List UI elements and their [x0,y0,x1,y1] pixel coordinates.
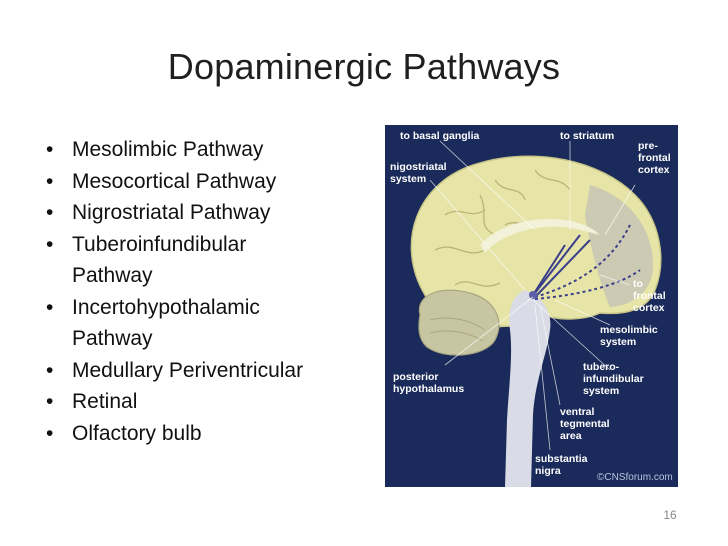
bullet-text-cont: Pathway [72,327,153,350]
label-prefrontal: frontal [638,152,671,164]
bullet-item: • Mesocortical Pathway [46,166,366,198]
label-to-frontal-cortex: cortex [633,302,665,314]
bullet-text: Olfactory bulb [72,421,202,445]
brain-diagram-svg: to basal ganglia to striatum nigostriata… [390,130,673,487]
label-prefrontal: cortex [638,164,670,176]
bullet-text: Mesolimbic Pathway [72,138,264,161]
bullet-dot: • [46,232,54,256]
label-ventral-tegmental: area [560,430,582,442]
bullet-dot: • [46,169,54,193]
bullet-dot: • [46,358,54,382]
bullet-item: • Nigrostriatal Pathway [46,197,366,229]
label-to-striatum: to striatum [560,130,614,142]
bullet-text: Retinal [72,390,138,413]
bullet-text: Nigrostriatal Pathway [72,201,271,224]
cerebellum-folia [429,317,486,342]
credit-text: ©CNSforum.com [597,472,673,483]
label-to-frontal-cortex: to [633,278,643,290]
label-ventral-tegmental: ventral [560,406,595,418]
label-to-frontal-cortex: frontal [633,290,666,302]
label-mesolimbic: system [600,336,636,348]
bullet-text-cont: Pathway [72,264,153,287]
brain-diagram: to basal ganglia to striatum nigostriata… [385,125,678,487]
bullet-text: Tuberoinfundibular [72,232,247,256]
label-to-basal-ganglia: to basal ganglia [400,130,480,142]
bullet-item: • Olfactory bulb [46,418,366,450]
label-substantia-nigra: nigra [535,465,561,477]
bullet-text: Medullary Periventricular [72,358,304,382]
bullet-list: • Mesolimbic Pathway • Mesocortical Pathwa… [46,134,366,449]
bullet-dot: • [46,421,54,445]
page-number: 16 [663,508,677,522]
bullet-text: Incertohypothalamic [72,295,260,319]
label-substantia-nigra: substantia [535,453,588,465]
slide-title: Dopaminergic Pathways [167,46,561,87]
label-nigostriatal: system [390,173,426,185]
label-tubero: infundibular [583,373,644,385]
bullet-dot: • [46,201,54,224]
bullet-item: • Mesolimbic Pathway [46,134,366,166]
vta-node [529,291,537,299]
dopamine-pathways [532,224,641,300]
bullet-dot: • [46,390,54,413]
label-ventral-tegmental: tegmental [560,418,610,430]
label-tubero: system [583,385,619,397]
bullet-dot: • [46,295,54,319]
bullet-item: • Retinal [46,386,366,418]
label-prefrontal: pre- [638,140,658,152]
label-nigostriatal: nigostriatal [390,161,447,173]
label-mesolimbic: mesolimbic [600,324,658,336]
label-posterior-hypothalamus: hypothalamus [393,383,464,395]
brainstem [505,290,551,487]
label-pointers [429,140,636,451]
label-tubero: tubero- [583,361,620,373]
bullet-item: • Medullary Periventricular [46,355,366,387]
bullet-dot: • [46,138,54,161]
bullet-text: Mesocortical Pathway [72,169,277,193]
label-posterior-hypothalamus: posterior [393,371,439,383]
frontal-cortex-shade [585,185,653,307]
